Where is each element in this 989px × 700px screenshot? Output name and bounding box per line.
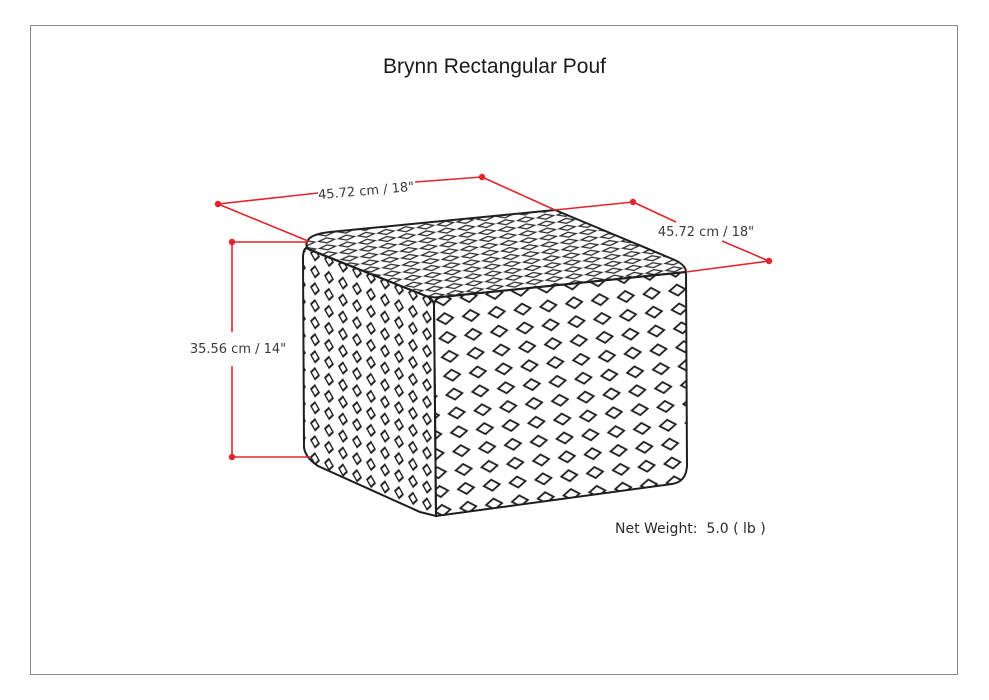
page-frame bbox=[30, 25, 958, 675]
height-dimension bbox=[231, 241, 310, 458]
net-weight-text: Net Weight: 5.0 ( lb ) bbox=[615, 521, 766, 537]
height-label: 35.56 cm / 14" bbox=[190, 342, 286, 357]
height-endpoint-top bbox=[228, 238, 236, 246]
pouf-side-face bbox=[301, 246, 438, 518]
pouf-front-face bbox=[432, 270, 689, 518]
depth-dimension bbox=[554, 201, 770, 273]
product-title: Brynn Rectangular Pouf bbox=[383, 55, 606, 78]
width-endpoint-right bbox=[478, 173, 486, 181]
depth-endpoint-top bbox=[629, 198, 637, 206]
depth-endpoint-bottom bbox=[765, 257, 773, 265]
height-endpoint-bottom bbox=[228, 453, 236, 461]
width-label: 45.72 cm / 18" bbox=[317, 180, 414, 203]
width-endpoint-left bbox=[214, 200, 222, 208]
width-dimension bbox=[217, 176, 556, 242]
depth-label: 45.72 cm / 18" bbox=[658, 225, 754, 240]
